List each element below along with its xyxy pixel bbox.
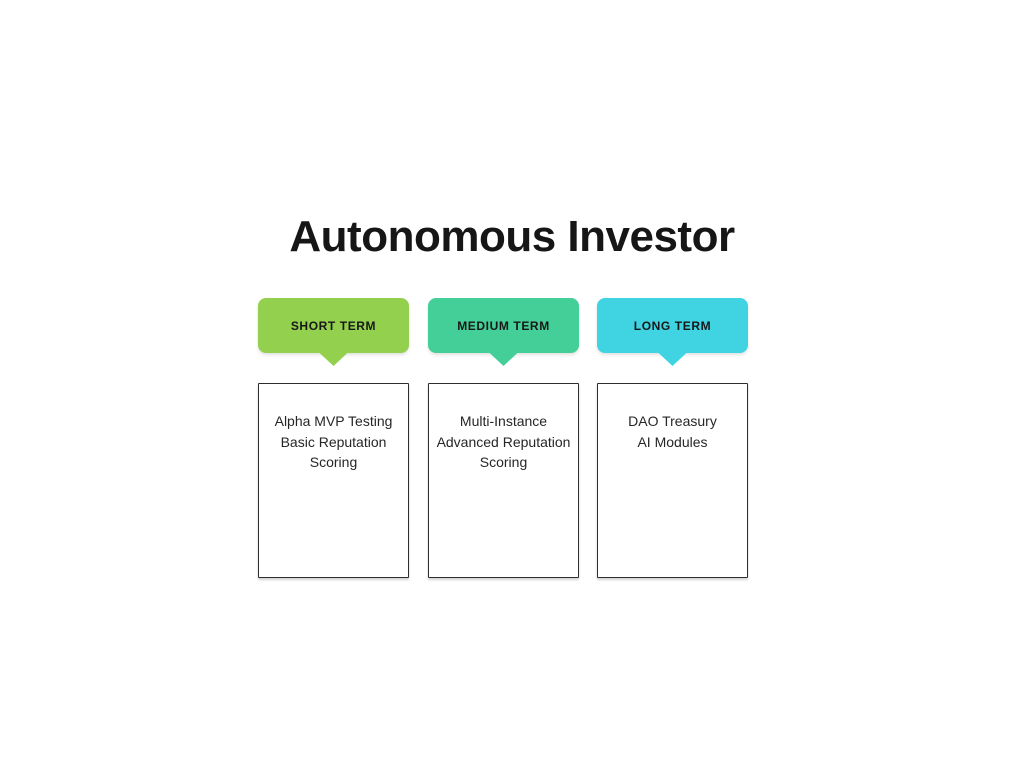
milestone-text: DAO Treasury bbox=[628, 413, 717, 429]
milestones-card: DAO Treasury AI Modules bbox=[597, 383, 748, 578]
page-title: Autonomous Investor bbox=[289, 212, 735, 261]
milestones-card: Multi-Instance Advanced Reputation Scori… bbox=[428, 383, 579, 578]
term-header-bubble: LONG TERM bbox=[597, 298, 748, 353]
term-header-label: MEDIUM TERM bbox=[457, 318, 550, 333]
milestone-text: Advanced Reputation bbox=[436, 433, 571, 450]
milestone-text: Scoring bbox=[479, 454, 528, 470]
roadmap-column-long-term: LONG TERM DAO Treasury AI Modules bbox=[597, 298, 748, 578]
milestone-text: Alpha MVP Testing bbox=[274, 413, 393, 429]
milestones-card: Alpha MVP Testing Basic Reputation Scori… bbox=[258, 383, 409, 578]
term-header-label: LONG TERM bbox=[633, 318, 712, 333]
roadmap-column-medium-term: MEDIUM TERM Multi-Instance Advanced Repu… bbox=[428, 298, 579, 578]
milestone-text: Basic Reputation bbox=[280, 433, 387, 450]
milestone-text: Multi-Instance bbox=[459, 413, 548, 429]
bubble-pointer-icon bbox=[318, 352, 349, 366]
term-header-label: SHORT TERM bbox=[290, 318, 377, 333]
term-header-bubble: SHORT TERM bbox=[258, 298, 409, 353]
milestone-text: Scoring bbox=[309, 454, 358, 470]
bubble-pointer-icon bbox=[488, 352, 519, 366]
milestone-text: AI Modules bbox=[637, 433, 708, 450]
bubble-pointer-icon bbox=[657, 352, 688, 366]
term-header-bubble: MEDIUM TERM bbox=[428, 298, 579, 353]
roadmap-column-short-term: SHORT TERM Alpha MVP Testing Basic Reput… bbox=[258, 298, 409, 578]
